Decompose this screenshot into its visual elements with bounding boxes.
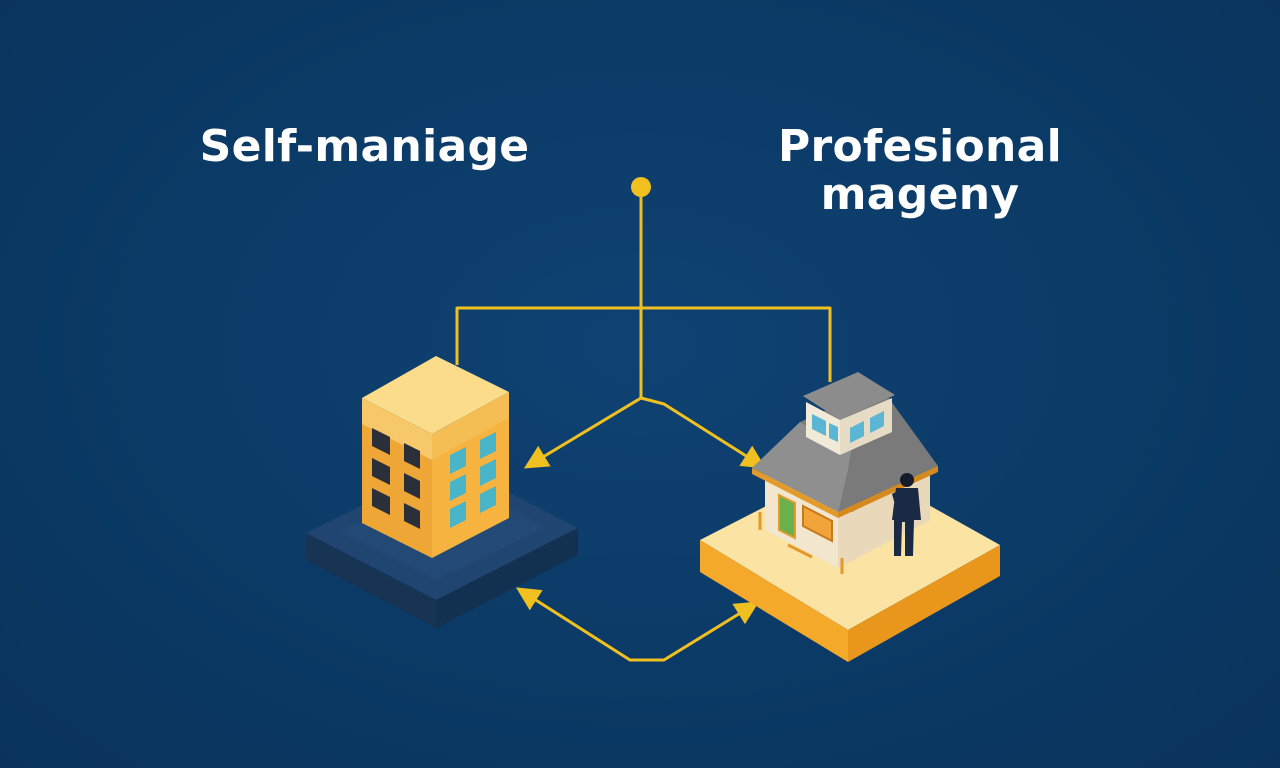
dormer-roof xyxy=(803,372,895,420)
connector-lines xyxy=(455,177,832,662)
connector-bracket xyxy=(455,306,832,382)
arrow-to-building xyxy=(523,396,642,469)
professional-label-line-2: mageny xyxy=(820,169,1020,220)
left-platform-front-right xyxy=(436,528,578,628)
house-window-icon xyxy=(802,504,833,543)
building-roof-edge-left xyxy=(362,398,432,460)
right-platform-front-left xyxy=(700,540,848,662)
dormer-windows xyxy=(812,411,884,443)
person-arm xyxy=(892,490,903,508)
arrow-to-house xyxy=(640,396,767,469)
house-roof-trim xyxy=(752,468,838,518)
house-with-person-icon xyxy=(700,372,1000,662)
building-left-windows xyxy=(372,428,420,529)
person-head xyxy=(900,473,914,487)
professional-management-label: Profesional mageny xyxy=(770,123,1070,219)
left-platform-front-left xyxy=(306,533,436,628)
person-icon xyxy=(892,473,921,556)
apartment-building-icon xyxy=(306,356,578,628)
building-roof-edge-right xyxy=(432,392,509,460)
self-manage-label: Self-maniage xyxy=(199,121,530,172)
arrow-bottom-exchange xyxy=(515,587,760,662)
professional-label-line-1: Profesional xyxy=(777,121,1063,172)
house-fence xyxy=(758,512,844,574)
building-right-windows xyxy=(450,432,496,528)
house-left-wall xyxy=(765,470,838,568)
connector-origin-dot xyxy=(631,177,651,197)
building-roof xyxy=(362,356,509,434)
right-platform-front-right xyxy=(848,545,1000,662)
house-door-icon xyxy=(778,493,796,540)
